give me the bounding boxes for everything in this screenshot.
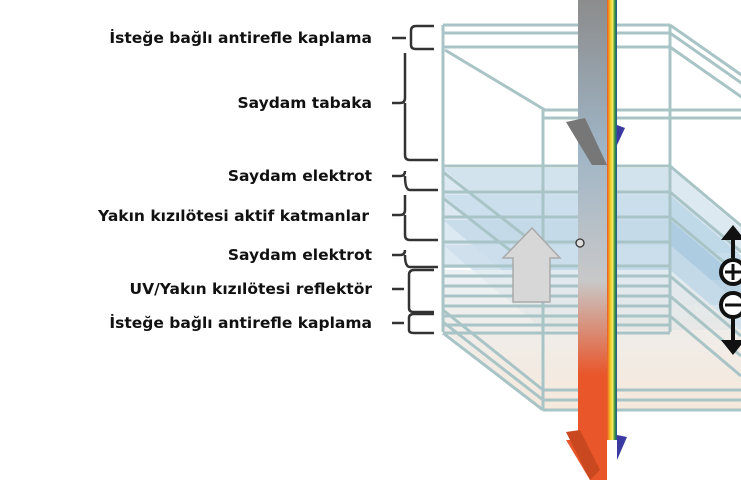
label-uv-nir-reflector: UV/Yakın kızılötesi reflektör <box>129 280 373 298</box>
label-bottom-antireflective-coating: İsteğe bağlı antirefle kaplama <box>109 314 372 332</box>
point-marker-icon <box>575 238 585 248</box>
label-transparent-layer: Saydam tabaka <box>237 94 372 112</box>
label-top-antireflective-coating: İsteğe bağlı antirefle kaplama <box>109 29 372 47</box>
reflected-light-arrow-icon <box>501 226 562 303</box>
label-nir-active-layers: Yakın kızılötesi aktif katmanlar <box>98 207 369 225</box>
label-brackets <box>392 24 438 335</box>
label-transparent-electrode-bottom: Saydam elektrot <box>227 246 372 264</box>
battery-terminals-icon <box>719 225 741 355</box>
light-beam <box>566 0 627 480</box>
label-transparent-electrode-top: Saydam elektrot <box>227 167 372 185</box>
